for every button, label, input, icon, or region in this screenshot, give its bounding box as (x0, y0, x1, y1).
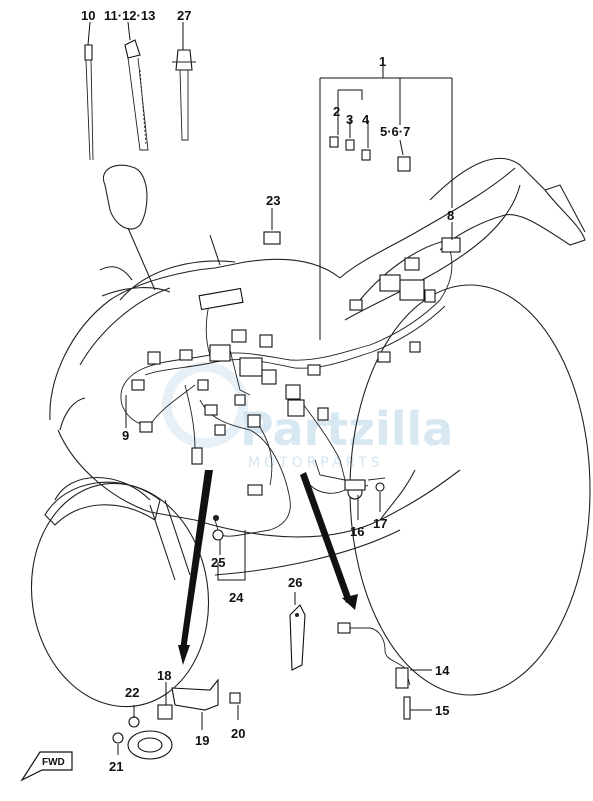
callout-3: 3 (346, 112, 353, 127)
callout-4: 4 (362, 112, 370, 127)
watermark-subtext: MOTORPARTS (248, 455, 384, 471)
callout-16: 16 (350, 524, 364, 539)
callout-26: 26 (288, 575, 302, 590)
callout-10: 10 (81, 8, 95, 23)
callout-22: 22 (125, 685, 139, 700)
watermark-text: Partzilla (240, 402, 453, 456)
callout-18: 18 (157, 668, 171, 683)
callout-2: 2 (333, 104, 340, 119)
fwd-label: FWD (42, 757, 65, 768)
callout-27: 27 (177, 8, 191, 23)
callout-1: 1 (379, 54, 386, 69)
callout-20: 20 (231, 726, 245, 741)
callout-9: 9 (122, 428, 129, 443)
horn-assembly (112, 678, 241, 760)
callout-labels: 1 2 3 4 5·6·7 8 9 10 11·12·13 14 15 16 1… (81, 8, 454, 774)
callout-23: 23 (266, 193, 280, 208)
fuses-relays (263, 136, 461, 253)
o2-sensor (337, 622, 411, 720)
callout-14: 14 (435, 663, 450, 678)
watermark: Partzilla MOTORPARTS (162, 362, 453, 471)
fwd-arrow: FWD (20, 751, 73, 782)
callout-21: 21 (109, 759, 123, 774)
pointer-wedges (178, 470, 358, 665)
leader-lines (87, 21, 453, 755)
ground-terminal (212, 515, 224, 541)
bracket-26 (289, 604, 306, 671)
cable-ties (84, 39, 196, 161)
callout-19: 19 (195, 733, 209, 748)
callout-8: 8 (447, 208, 454, 223)
callout-24: 24 (229, 590, 244, 605)
callout-25: 25 (211, 555, 225, 570)
callout-15: 15 (435, 703, 449, 718)
wiring-harness (120, 249, 453, 537)
callout-17: 17 (373, 516, 387, 531)
callout-5-6-7: 5·6·7 (380, 124, 410, 139)
callout-11-12-13: 11·12·13 (104, 8, 155, 23)
